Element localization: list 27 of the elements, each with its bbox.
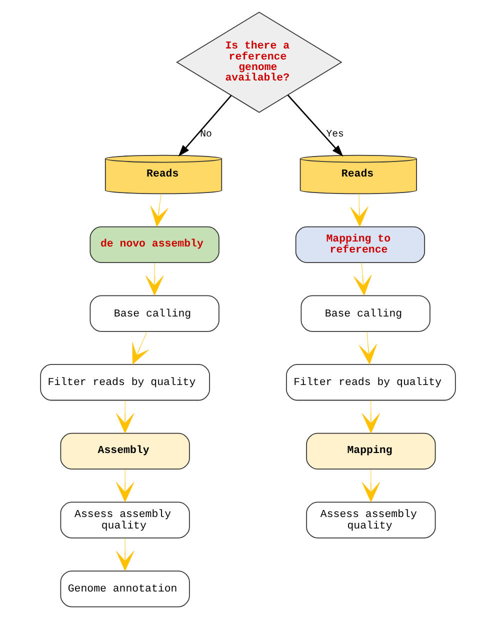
arrow — [362, 400, 380, 434]
arrow — [354, 262, 372, 296]
arrow — [116, 469, 134, 502]
arrow — [116, 538, 134, 572]
node-box: Base calling — [300, 295, 430, 332]
arrow — [362, 469, 380, 502]
node-box: Assess assembly quality — [60, 502, 190, 538]
node-box: Filter reads by quality — [40, 364, 210, 401]
arrow — [287, 94, 344, 157]
node-box: Assembly — [60, 432, 190, 470]
arrow — [150, 194, 168, 227]
arrow — [146, 262, 164, 296]
edge-label: No — [200, 128, 212, 140]
arrow — [350, 194, 368, 227]
node-box: Assess assembly quality — [306, 502, 436, 538]
arrow — [116, 400, 134, 434]
node-box: de novo assembly — [90, 226, 220, 263]
arrow — [178, 94, 232, 156]
node-diamond: Is there a reference genome available? — [176, 12, 342, 113]
node-box: Mapping — [306, 432, 436, 470]
arrow — [132, 331, 149, 364]
node-box: Mapping to reference — [295, 226, 426, 263]
edge-label: Yes — [326, 128, 344, 140]
node-box: Filter reads by quality — [286, 364, 456, 401]
node-box: Genome annotation — [60, 570, 190, 608]
arrow — [358, 331, 378, 364]
node-box: Base calling — [90, 295, 220, 332]
